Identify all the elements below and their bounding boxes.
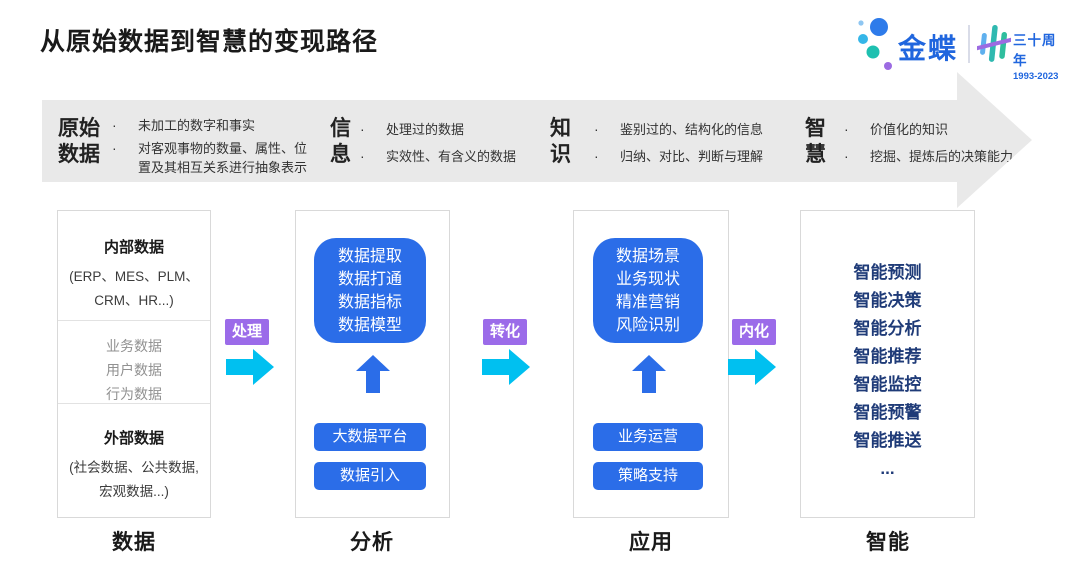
stage-bullets-information: · 处理过的数据 · 实效性、有含义的数据: [360, 120, 550, 174]
bullet-dot: ·: [360, 121, 365, 137]
page-title: 从原始数据到智慧的变现路径: [40, 28, 379, 56]
intelligence-item: 智能推荐: [853, 347, 922, 366]
internal-data-title: 内部数据: [103, 239, 164, 256]
connector-label-internalize: 内化: [732, 319, 776, 345]
logo-divider: [968, 25, 970, 63]
kingdee-logo: 金蝶 三十周年 1993-2023: [853, 16, 1065, 82]
right-arrow-icon: [728, 349, 776, 385]
bullet-item: · 归纳、对比、判断与理解: [594, 148, 764, 164]
external-data-title: 外部数据: [103, 430, 164, 447]
bullet-dot: ·: [594, 148, 599, 164]
data-type-item: 行为数据: [106, 386, 162, 402]
stage-bullets-wisdom: · 价值化的知识 · 挖掘、提炼后的决策能力: [844, 120, 1029, 174]
bullet-item: · 未加工的数字和事实: [112, 117, 256, 133]
stage-bullets-knowledge: · 鉴别过的、结构化的信息 · 归纳、对比、判断与理解: [594, 120, 794, 174]
application-core-box: 数据场景 业务现状 精准营销 风险识别: [593, 238, 703, 343]
brand-name: 金蝶: [898, 33, 959, 64]
intelligence-item: 智能监控: [853, 375, 922, 394]
intelligence-item: 智能推送: [853, 431, 922, 450]
kingdee-dots-icon: [858, 18, 892, 70]
up-arrow-icon: [632, 355, 666, 393]
anniversary-mark-icon: [977, 25, 1011, 62]
anniversary-years: 1993-2023: [1013, 71, 1059, 82]
stage-title-wisdom: 智 慧: [805, 117, 826, 166]
column-intelligence: 智能预测 智能决策 智能分析 智能推荐 智能监控 智能预警 智能推送 ...: [800, 210, 975, 518]
data-import-button: 数据引入: [314, 462, 426, 490]
external-data-section: 外部数据 (社会数据、公共数据, 宏观数据...): [58, 404, 210, 517]
column-label-data: 数据: [112, 531, 156, 554]
stage-title-raw-data: 原始 数据: [58, 117, 100, 166]
stage-bullets-raw-data: · 未加工的数字和事实 · 对客观事物的数量、属性、位置及其相互关系进行抽象表示: [112, 116, 322, 181]
bullet-item: · 处理过的数据: [360, 121, 465, 137]
internal-data-detail: (ERP、MES、PLM、 CRM、HR...): [69, 269, 199, 308]
up-arrow-icon: [356, 355, 390, 393]
bullet-dot: ·: [112, 117, 117, 133]
right-arrow-icon: [226, 349, 274, 385]
bullet-dot: ·: [112, 140, 117, 156]
intelligence-item: 智能预测: [853, 263, 922, 282]
strategy-support-button: 策略支持: [593, 462, 703, 490]
business-operation-button: 业务运营: [593, 423, 703, 451]
analysis-core-box: 数据提取 数据打通 数据指标 数据模型: [314, 238, 426, 343]
bullet-dot: ·: [844, 148, 849, 164]
stage-title-information: 信 息: [330, 117, 351, 166]
column-application: 数据场景 业务现状 精准营销 风险识别 业务运营 策略支持: [573, 210, 729, 518]
intelligence-item: 智能决策: [853, 291, 922, 310]
column-analysis: 数据提取 数据打通 数据指标 数据模型 大数据平台 数据引入: [295, 210, 450, 518]
bullet-dot: ·: [360, 148, 365, 164]
bullet-item: · 价值化的知识: [844, 121, 949, 137]
column-data: 内部数据 (ERP、MES、PLM、 CRM、HR...) 业务数据 用户数据 …: [57, 210, 211, 518]
data-types-section: 业务数据 用户数据 行为数据: [58, 321, 210, 404]
column-label-application: 应用: [629, 531, 673, 554]
stage-title-knowledge: 知 识: [550, 117, 571, 166]
intelligence-item: 智能分析: [853, 319, 922, 338]
bullet-dot: ·: [844, 121, 849, 137]
right-arrow-icon: [482, 349, 530, 385]
connector-label-process: 处理: [225, 319, 269, 345]
anniversary-text: 三十周年 1993-2023: [1013, 29, 1065, 82]
bullet-item: · 实效性、有含义的数据: [360, 148, 517, 164]
column-label-analysis: 分析: [350, 531, 394, 554]
bullet-dot: ·: [594, 121, 599, 137]
data-type-item: 用户数据: [106, 362, 162, 378]
big-data-platform-button: 大数据平台: [314, 423, 426, 451]
bullet-item: · 挖掘、提炼后的决策能力: [844, 148, 1014, 164]
intelligence-item: 智能预警: [853, 403, 922, 422]
bullet-item: · 鉴别过的、结构化的信息: [594, 121, 764, 137]
internal-data-section: 内部数据 (ERP、MES、PLM、 CRM、HR...): [58, 211, 210, 321]
dikw-banner-arrow: 原始 数据 · 未加工的数字和事实 · 对客观事物的数量、属性、位置及其相互关系…: [42, 72, 1032, 208]
column-label-intelligence: 智能: [866, 531, 910, 554]
connector-label-transform: 转化: [483, 319, 527, 345]
data-type-item: 业务数据: [106, 338, 162, 354]
anniversary-title: 三十周年: [1013, 33, 1057, 68]
external-data-detail: (社会数据、公共数据, 宏观数据...): [69, 460, 199, 499]
intelligence-item-ellipsis: ...: [880, 459, 895, 478]
bullet-item: · 对客观事物的数量、属性、位置及其相互关系进行抽象表示: [112, 140, 308, 175]
intelligence-list: 智能预测 智能决策 智能分析 智能推荐 智能监控 智能预警 智能推送 ...: [801, 211, 974, 483]
